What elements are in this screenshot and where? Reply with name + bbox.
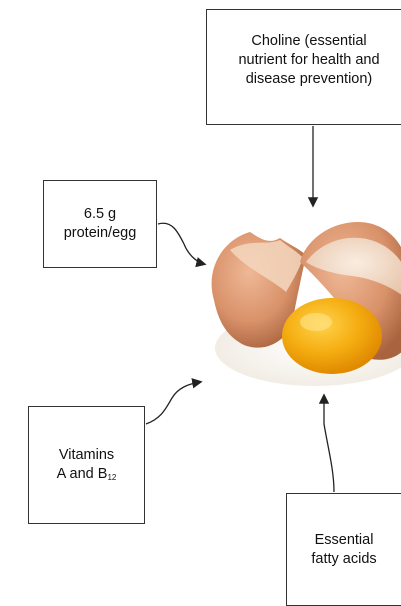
protein-box: 6.5 g protein/egg [43,180,157,268]
vitamins-line-2: A and B12 [57,465,117,484]
fatty-acids-box: Essential fatty acids [286,493,401,606]
choline-box: Choline (essential nutrient for health a… [206,9,401,125]
choline-line-1: Choline (essential [238,32,379,51]
yolk-highlight [300,313,332,331]
arrow-vitamins [146,382,200,424]
egg-illustration [212,222,401,386]
choline-line-3: disease prevention) [238,70,379,89]
egg-yolk [282,298,382,374]
protein-line-1: 6.5 g [64,205,137,224]
vitamins-box: Vitamins A and B12 [28,406,145,524]
vitamins-subscript: 12 [107,473,116,482]
arrow-protein [158,223,204,264]
protein-line-2: protein/egg [64,224,137,243]
vitamins-line-1: Vitamins [57,446,117,465]
vitamins-line-2-text: A and B [57,466,108,482]
fatty-line-1: Essential [311,531,376,550]
choline-line-2: nutrient for health and [238,51,379,70]
fatty-line-2: fatty acids [311,550,376,569]
arrow-fatty [324,396,334,492]
